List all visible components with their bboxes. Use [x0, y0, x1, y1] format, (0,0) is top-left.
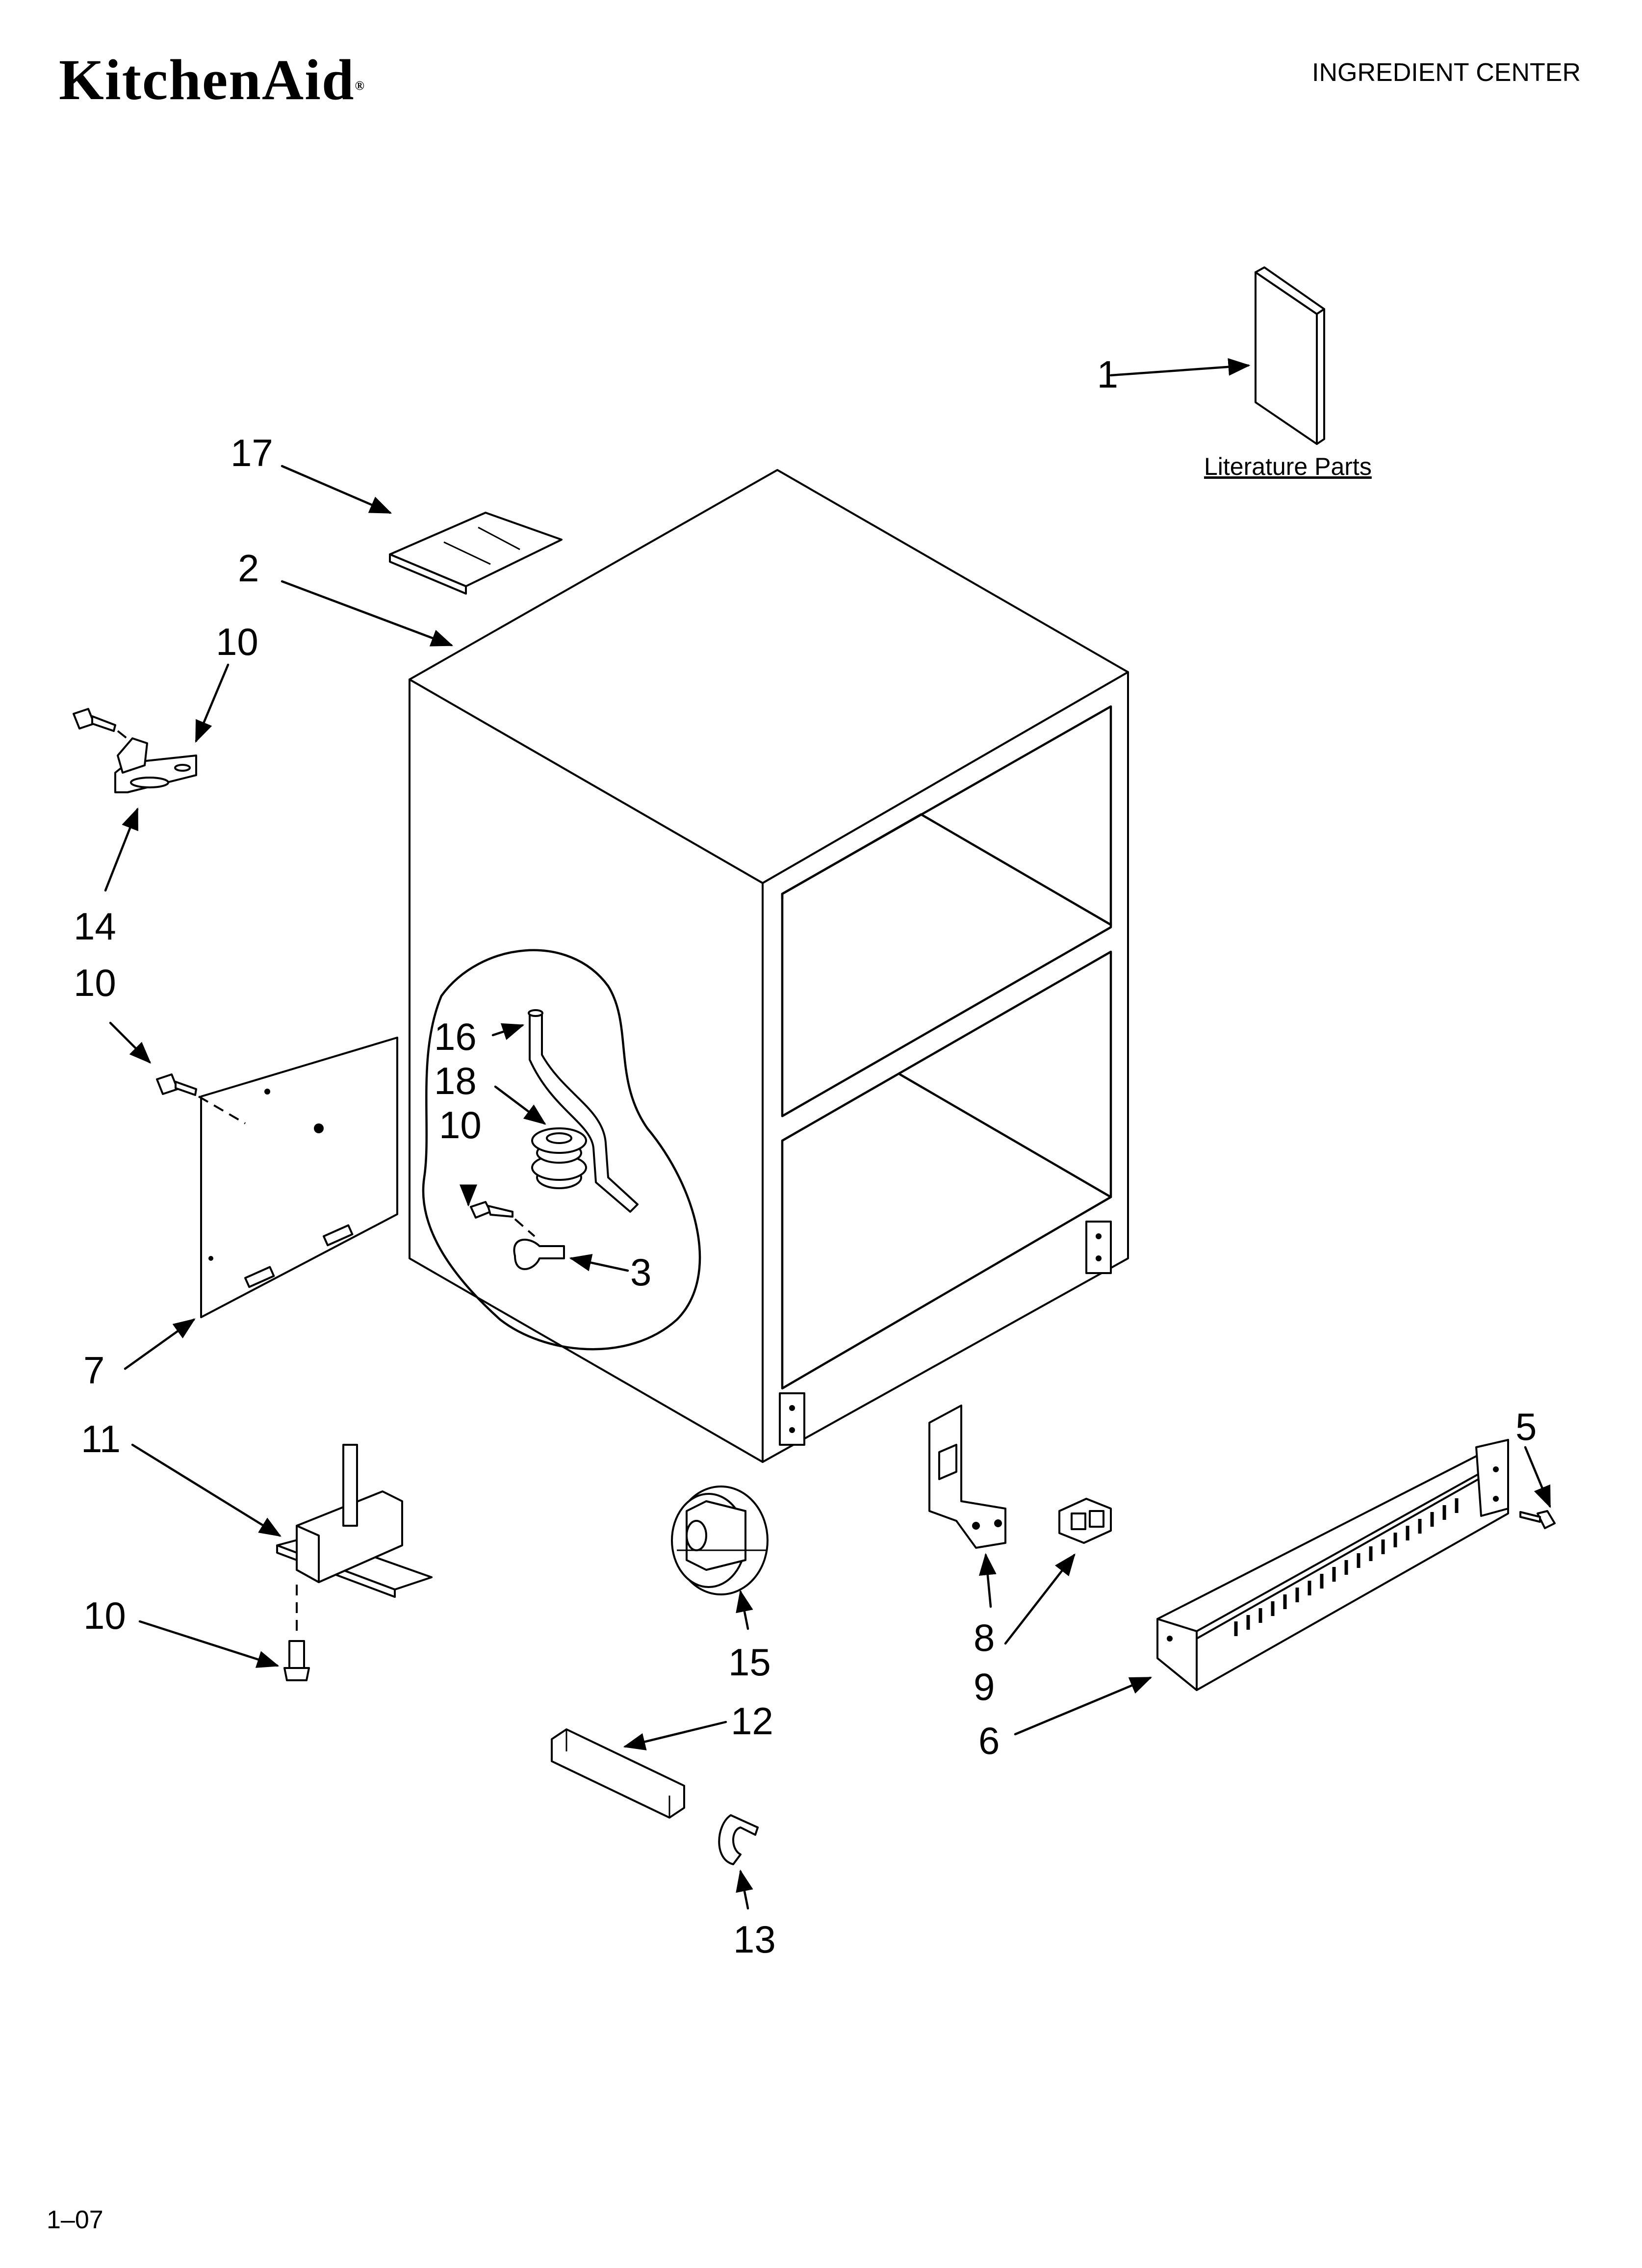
callout-10-foot: 10 — [83, 1594, 126, 1637]
cabinet — [409, 469, 1129, 1463]
caster-wheel — [671, 1486, 769, 1595]
callout-5: 5 — [1515, 1405, 1537, 1448]
callout-3: 3 — [630, 1251, 651, 1294]
callout-6: 6 — [978, 1719, 1000, 1762]
callout-1: 1 — [1097, 353, 1118, 396]
callout-13: 13 — [733, 1918, 776, 1961]
callout-10-top: 10 — [216, 620, 258, 663]
callout-10-detail: 10 — [439, 1103, 482, 1147]
grommet — [531, 1127, 587, 1189]
callout-18: 18 — [434, 1059, 477, 1102]
brand-name: KitchenAid — [59, 48, 355, 112]
callout-15: 15 — [728, 1641, 771, 1684]
screw-foot — [283, 1640, 310, 1681]
callout-14: 14 — [74, 905, 116, 948]
screw-panel — [156, 1073, 197, 1096]
rocker-switch — [1058, 1498, 1112, 1544]
access-panel — [200, 1037, 398, 1318]
callout-7: 7 — [83, 1349, 104, 1392]
leveling-leg-bracket — [276, 1444, 433, 1598]
callout-17: 17 — [231, 431, 273, 474]
callout-2: 2 — [238, 547, 259, 590]
literature-booklet — [1255, 266, 1325, 445]
screw-bracket — [73, 708, 116, 732]
brand-logo: KitchenAid® — [59, 47, 365, 113]
callout-16: 16 — [434, 1015, 477, 1058]
screw-grille — [1519, 1510, 1556, 1529]
tube-clamp — [513, 1239, 565, 1270]
revision-label: 1–07 — [47, 2206, 103, 2234]
detail-cutaway-outline — [422, 949, 701, 1351]
toe-grille — [1156, 1439, 1509, 1691]
callout-9: 9 — [974, 1665, 995, 1708]
page-title: INGREDIENT CENTER — [1312, 58, 1581, 87]
top-cover-plate — [389, 512, 563, 595]
e-clip — [718, 1814, 759, 1865]
drain-tube — [529, 1012, 639, 1213]
hinge-bracket — [114, 737, 197, 793]
switch-bracket — [928, 1405, 1006, 1549]
registered-mark: ® — [355, 78, 365, 93]
callout-10-panel: 10 — [74, 961, 116, 1004]
literature-label: Literature Parts — [1204, 453, 1372, 480]
callout-11: 11 — [81, 1417, 121, 1460]
callout-8: 8 — [974, 1616, 995, 1659]
callout-12: 12 — [731, 1699, 773, 1743]
axle-rod — [551, 1728, 685, 1819]
